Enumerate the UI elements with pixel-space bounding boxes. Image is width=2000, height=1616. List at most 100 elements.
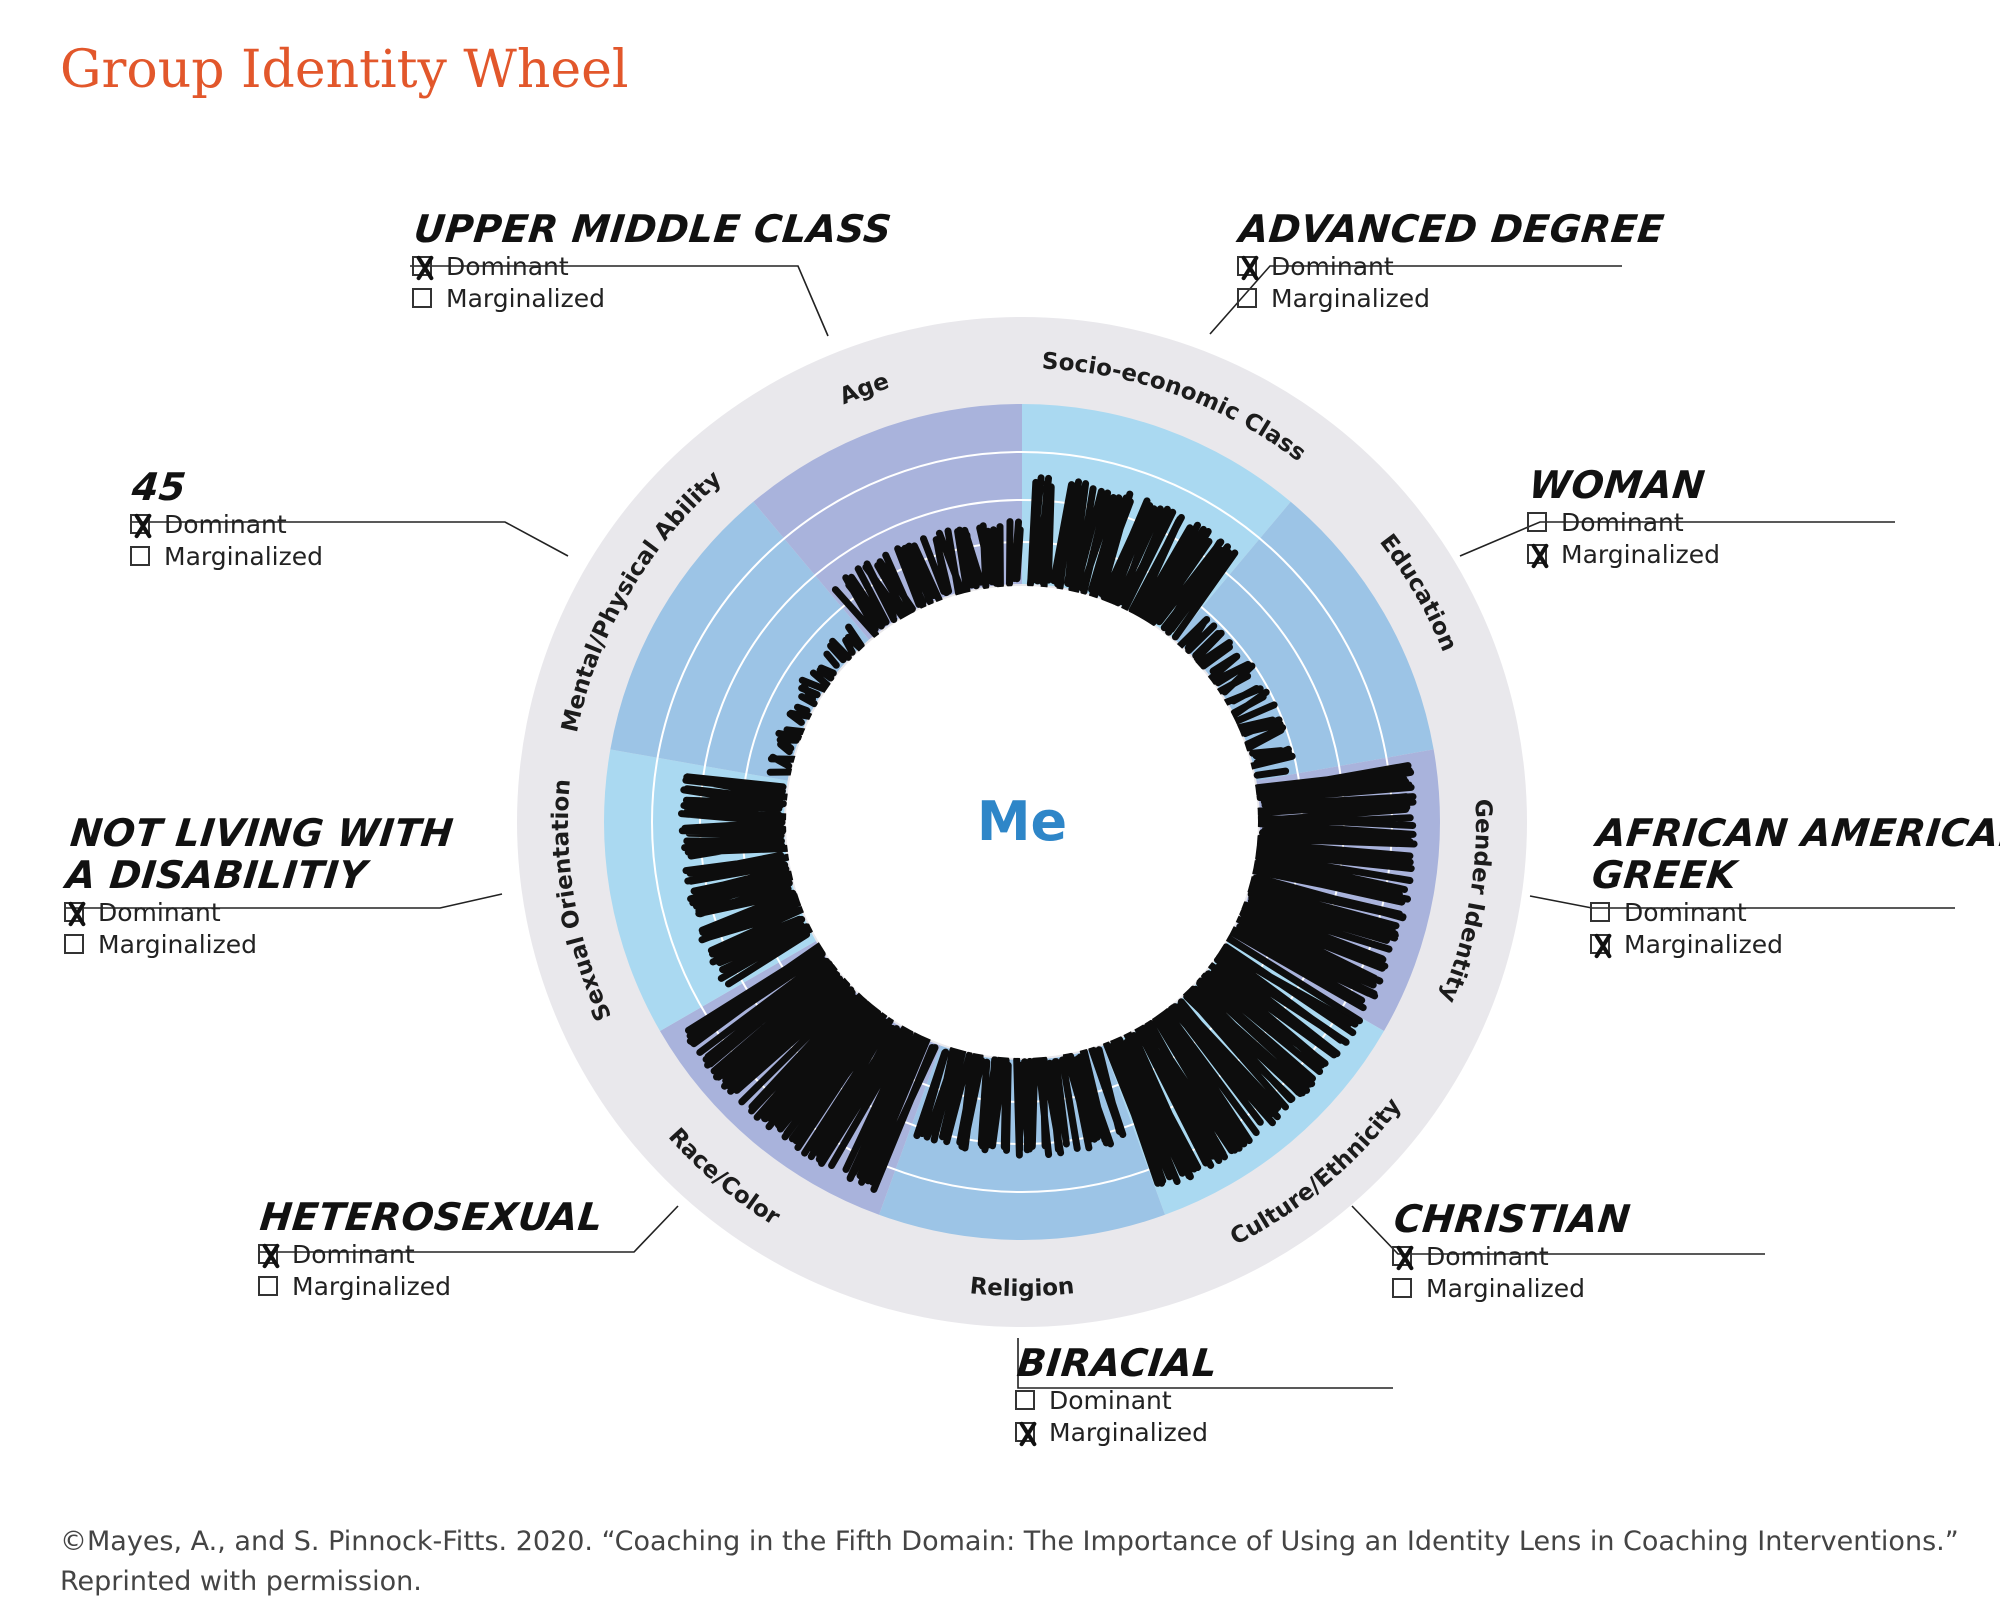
checkbox[interactable] — [64, 934, 84, 954]
option-label: Dominant — [1271, 251, 1394, 281]
note-answer: BIRACIAL — [1014, 1341, 1220, 1385]
option-label: Marginalized — [1426, 1273, 1585, 1303]
checkbox-checked[interactable] — [130, 514, 150, 534]
checkbox-checked[interactable] — [1015, 1422, 1035, 1442]
scribble-shading — [831, 518, 1024, 639]
option-label: Marginalized — [1624, 929, 1783, 959]
checkbox[interactable] — [1015, 1390, 1035, 1410]
option-marginalized[interactable]: Marginalized — [1015, 1416, 1215, 1448]
option-label: Dominant — [1049, 1385, 1172, 1415]
scribble-strokes — [913, 1045, 1127, 1159]
checkbox-checked[interactable] — [1237, 256, 1257, 276]
option-label: Dominant — [98, 897, 221, 927]
option-dominant[interactable]: Dominant — [412, 250, 889, 282]
note-socioeconomic-class: UPPER MIDDLE CLASS Dominant Marginalized — [412, 207, 894, 314]
checkbox[interactable] — [258, 1276, 278, 1296]
scribble-shading — [678, 773, 814, 988]
option-dominant[interactable]: Dominant — [1392, 1240, 1628, 1272]
scribble-strokes — [1224, 762, 1418, 1025]
segment-label: Religion — [969, 1273, 1076, 1302]
leader-line — [1209, 265, 1622, 335]
center-circle — [786, 586, 1258, 1058]
leader-line — [1529, 895, 1955, 909]
option-marginalized[interactable]: Marginalized — [130, 540, 323, 572]
note-answer: ADVANCED DEGREE — [1236, 207, 1667, 251]
note-age: 45 Dominant Marginalized — [130, 465, 323, 572]
option-marginalized[interactable]: Marginalized — [1392, 1272, 1628, 1304]
scribble-shading — [1103, 943, 1359, 1187]
leader-line — [130, 521, 569, 557]
leader-line — [1459, 521, 1895, 557]
option-marginalized[interactable]: Marginalized — [1590, 928, 2000, 960]
option-dominant[interactable]: Dominant — [1015, 1384, 1215, 1416]
checkbox-checked[interactable] — [1392, 1246, 1412, 1266]
note-gender-identity: WOMAN Dominant Marginalized — [1527, 463, 1720, 570]
checkbox[interactable] — [412, 288, 432, 308]
note-religion: CHRISTIAN Dominant Marginalized — [1392, 1197, 1633, 1304]
scribble-strokes — [1176, 616, 1296, 779]
note-answer: CHRISTIAN — [1391, 1197, 1633, 1241]
option-dominant[interactable]: Dominant — [1527, 506, 1720, 538]
leader-line — [410, 265, 829, 337]
note-answer: HETEROSEXUAL — [257, 1195, 606, 1239]
option-label: Marginalized — [446, 283, 605, 313]
option-label: Dominant — [1624, 897, 1747, 927]
center-label: Me — [977, 790, 1067, 853]
option-dominant[interactable]: Dominant — [1590, 896, 2000, 928]
leader-line — [258, 1205, 679, 1253]
note-answer: AFRICAN AMERICAN/ GREEK — [1589, 811, 2000, 897]
scribble-strokes — [831, 518, 1024, 639]
option-dominant[interactable]: Dominant — [258, 1238, 601, 1270]
option-marginalized[interactable]: Marginalized — [1527, 538, 1720, 570]
checkbox-checked[interactable] — [258, 1244, 278, 1264]
note-answer: UPPER MIDDLE CLASS — [411, 207, 894, 251]
checkbox-checked[interactable] — [412, 256, 432, 276]
checkbox-checked[interactable] — [64, 902, 84, 922]
option-dominant[interactable]: Dominant — [64, 896, 447, 928]
scribble-shading — [1224, 762, 1418, 1025]
credit: ©Mayes, A., and S. Pinnock-Fitts. 2020. … — [60, 1522, 1959, 1602]
option-marginalized[interactable]: Marginalized — [258, 1270, 601, 1302]
option-marginalized[interactable]: Marginalized — [1237, 282, 1662, 314]
option-label: Marginalized — [164, 541, 323, 571]
note-education: ADVANCED DEGREE Dominant Marginalized — [1237, 207, 1667, 314]
option-label: Dominant — [164, 509, 287, 539]
checkbox-checked[interactable] — [1590, 934, 1610, 954]
option-label: Dominant — [1561, 507, 1684, 537]
scribble-strokes — [1103, 943, 1359, 1187]
option-label: Marginalized — [1271, 283, 1430, 313]
scribble-shading — [1176, 616, 1296, 779]
option-label: Marginalized — [98, 929, 257, 959]
option-dominant[interactable]: Dominant — [1237, 250, 1662, 282]
scribble-strokes — [678, 773, 814, 988]
note-answer: WOMAN — [1526, 463, 1708, 507]
note-answer: NOT LIVING WITH A DISABILITIY — [63, 811, 456, 897]
option-marginalized[interactable]: Marginalized — [64, 928, 447, 960]
scribble-strokes — [766, 623, 865, 776]
note-answer: 45 — [129, 465, 189, 509]
option-label: Marginalized — [1561, 539, 1720, 569]
note-mental-physical-ability: NOT LIVING WITH A DISABILITIY Dominant M… — [64, 811, 456, 960]
credit-line: Reprinted with permission. — [60, 1566, 422, 1597]
checkbox[interactable] — [1527, 512, 1547, 532]
option-label: Marginalized — [1049, 1417, 1208, 1447]
option-label: Dominant — [1426, 1241, 1549, 1271]
checkbox-checked[interactable] — [1527, 544, 1547, 564]
scribble-shading — [1026, 474, 1239, 641]
option-label: Dominant — [292, 1239, 415, 1269]
option-marginalized[interactable]: Marginalized — [412, 282, 889, 314]
checkbox[interactable] — [1392, 1278, 1412, 1298]
note-sexual-orientation: HETEROSEXUAL Dominant Marginalized — [258, 1195, 605, 1302]
checkbox[interactable] — [1237, 288, 1257, 308]
leader-line — [64, 893, 503, 909]
option-label: Dominant — [446, 251, 569, 281]
scribble-shading — [766, 623, 865, 776]
option-dominant[interactable]: Dominant — [130, 508, 323, 540]
credit-line: ©Mayes, A., and S. Pinnock-Fitts. 2020. … — [60, 1526, 1959, 1557]
page-title: Group Identity Wheel — [60, 40, 629, 100]
checkbox[interactable] — [130, 546, 150, 566]
scribble-shading — [685, 942, 939, 1193]
checkbox[interactable] — [1590, 902, 1610, 922]
scribble-strokes — [685, 942, 939, 1193]
